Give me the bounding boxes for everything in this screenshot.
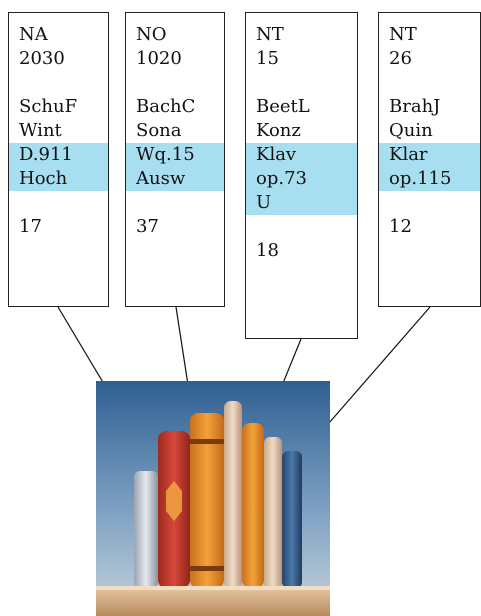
card-composer: BeetL <box>256 96 310 117</box>
card-count: 37 <box>136 216 159 237</box>
card-highlight: Wq.15 Ausw <box>126 143 224 191</box>
card-number: 2030 <box>19 48 65 69</box>
card-highlight: D.911 Hoch <box>9 143 108 191</box>
card-number: 1020 <box>136 48 182 69</box>
card-count: 18 <box>256 240 279 261</box>
card-composer: BrahJ <box>389 96 441 117</box>
card-count: 17 <box>19 216 42 237</box>
catalog-card-3: NT 15 BeetL Konz Klav op.73 U 18 <box>245 12 358 339</box>
card-catalog-detail: op.73 <box>256 168 307 189</box>
card-highlight: Klav op.73 U <box>246 143 357 215</box>
card-type: NT <box>256 24 284 45</box>
card-catalog-no: Klar <box>389 144 428 165</box>
card-catalog-no: Klav <box>256 144 297 165</box>
catalog-card-2: NO 1020 BachC Sona Wq.15 Ausw 37 <box>125 12 225 307</box>
card-type: NT <box>389 24 417 45</box>
card-count: 12 <box>389 216 412 237</box>
card-catalog-no: Wq.15 <box>136 144 195 165</box>
bookshelf-icon <box>96 381 330 616</box>
card-genre: Sona <box>136 120 182 141</box>
card-genre: Quin <box>389 120 433 141</box>
card-type: NO <box>136 24 167 45</box>
card-catalog-detail: Ausw <box>136 168 186 189</box>
catalog-card-1: NA 2030 SchuF Wint D.911 Hoch 17 <box>8 12 109 307</box>
card-composer: BachC <box>136 96 196 117</box>
card-catalog-extra: U <box>256 192 272 213</box>
card-genre: Wint <box>19 120 62 141</box>
card-type: NA <box>19 24 48 45</box>
card-catalog-no: D.911 <box>19 144 73 165</box>
card-genre: Konz <box>256 120 301 141</box>
catalog-card-4: NT 26 BrahJ Quin Klar op.115 12 <box>378 12 481 307</box>
card-catalog-detail: Hoch <box>19 168 68 189</box>
card-catalog-detail: op.115 <box>389 168 452 189</box>
card-number: 26 <box>389 48 412 69</box>
card-highlight: Klar op.115 <box>379 143 480 191</box>
card-number: 15 <box>256 48 279 69</box>
card-composer: SchuF <box>19 96 78 117</box>
